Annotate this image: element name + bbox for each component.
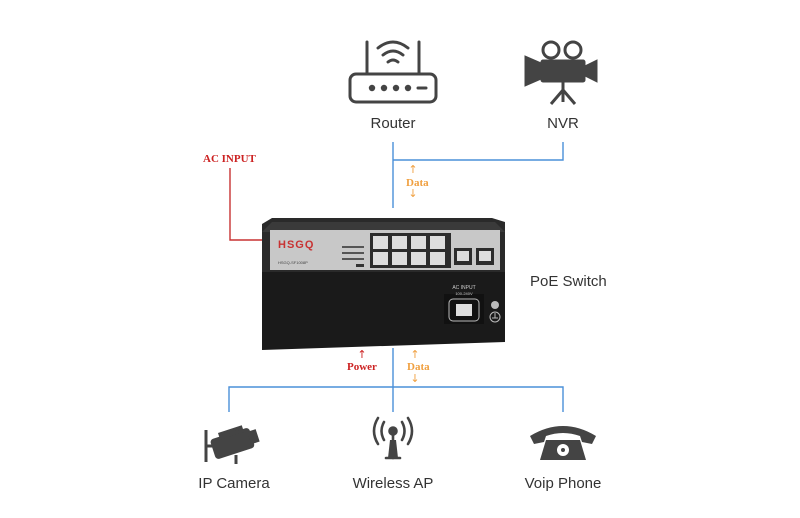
poe-switch: HSGQ HSGQ-SF1008P AC INPUT 100-240V <box>262 218 505 350</box>
switch-brand: HSGQ <box>278 239 314 251</box>
wireless-ap-label: Wireless AP <box>353 475 434 492</box>
data-arrow-bottom: ↑ ↓ <box>410 348 419 385</box>
status-leds <box>342 246 364 267</box>
ground-screw-icon <box>489 301 501 323</box>
data-label-top: Data <box>406 177 429 189</box>
nvr-icon <box>524 40 598 105</box>
data-arrow-top: ↑ ↓ <box>408 163 417 200</box>
power-label: Power <box>347 361 377 373</box>
rear-label: AC INPUT <box>452 285 475 291</box>
svg-text:↑: ↑ <box>357 348 366 361</box>
rear-sub: 100-240V <box>455 291 473 296</box>
switch-model: HSGQ-SF1008P <box>278 260 308 265</box>
wireless-ap-icon <box>372 416 414 460</box>
ac-input-label: AC INPUT <box>203 153 257 165</box>
power-arrow: ↑ <box>357 348 366 361</box>
svg-text:↑: ↑ <box>410 348 419 361</box>
voip-phone-label: Voip Phone <box>525 475 602 492</box>
data-label-bottom: Data <box>407 361 430 373</box>
nvr-link-line <box>393 142 564 161</box>
svg-text:↑: ↑ <box>408 163 417 176</box>
switch-ports <box>373 236 445 265</box>
distribution-line <box>228 386 564 412</box>
connection-lines <box>228 142 564 412</box>
uplink-ports <box>454 248 494 265</box>
ip-camera-label: IP Camera <box>198 475 270 492</box>
svg-text:↓: ↓ <box>408 187 417 200</box>
svg-text:↓: ↓ <box>410 372 419 385</box>
voip-phone-icon <box>530 426 596 460</box>
router-label: Router <box>370 115 415 132</box>
router-icon <box>348 40 438 104</box>
poe-switch-label: PoE Switch <box>530 273 607 290</box>
nvr-label: NVR <box>547 115 579 132</box>
ac-input-line <box>229 168 262 241</box>
ip-camera-icon <box>204 425 260 464</box>
